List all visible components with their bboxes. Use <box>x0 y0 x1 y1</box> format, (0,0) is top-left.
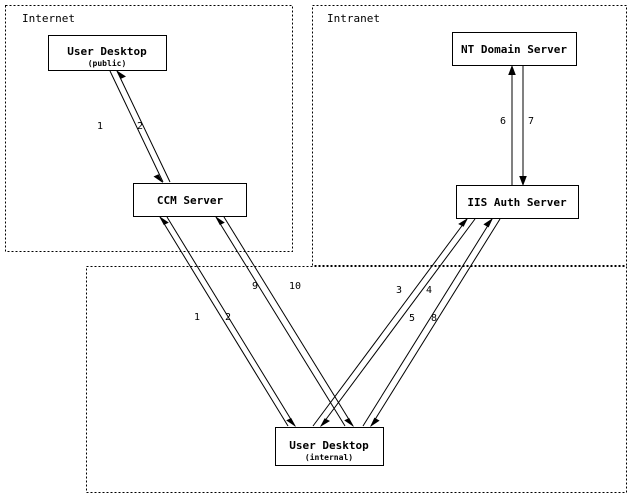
flow-line-2-public <box>116 70 171 183</box>
flow-line-9 <box>215 216 346 427</box>
arrow-head-2-public <box>116 70 126 79</box>
edge-label-6: 6 <box>500 116 506 127</box>
flow-line-10 <box>223 216 354 427</box>
node-ccm-server[interactable]: CCM Server <box>133 183 247 217</box>
zone-internet-boundary <box>5 5 293 252</box>
flow-internal-desktop-ccm-12 <box>159 216 296 427</box>
arrow-head-9 <box>215 216 225 225</box>
node-user-desktop-public-box[interactable] <box>48 35 167 71</box>
node-iis-auth-server-title: IIS Auth Server <box>467 196 567 209</box>
edge-label-2-public: 2 <box>137 121 143 132</box>
edge-label-10: 10 <box>289 281 301 292</box>
edge-label-4: 4 <box>426 285 432 296</box>
flow-internal-desktop-ccm-910 <box>215 216 354 427</box>
arrow-head-1-public <box>153 174 163 183</box>
edge-label-1-public: 1 <box>97 121 103 132</box>
edge-label-8: 8 <box>431 313 437 324</box>
arrow-head-10 <box>344 418 354 427</box>
arrow-head-5 <box>483 218 493 228</box>
edge-label-5: 5 <box>409 313 415 324</box>
edge-labels-group: 1 2 6 7 9 10 3 4 1 2 5 8 <box>97 116 534 324</box>
node-nt-domain-server-title: NT Domain Server <box>461 43 567 56</box>
node-user-desktop-public-title: User Desktop <box>67 45 147 58</box>
arrow-head-1-internal <box>159 216 169 225</box>
flow-iis-nt <box>508 65 527 186</box>
edge-label-2-internal: 2 <box>225 312 231 323</box>
node-user-desktop-public-subtitle: (public) <box>88 58 127 68</box>
node-user-desktop-internal-title: User Desktop <box>289 439 369 452</box>
node-user-desktop-internal-subtitle: (internal) <box>305 452 353 462</box>
flow-line-4 <box>320 218 476 427</box>
node-iis-auth-server[interactable]: IIS Auth Server <box>456 185 579 219</box>
node-ccm-server-box[interactable] <box>133 183 247 217</box>
flow-line-5 <box>362 218 493 427</box>
node-user-desktop-public[interactable]: User Desktop (public) <box>48 35 167 71</box>
flow-line-8 <box>370 218 501 427</box>
edge-label-7: 7 <box>528 116 534 127</box>
node-user-desktop-internal[interactable]: User Desktop (internal) <box>275 427 384 466</box>
edge-label-3: 3 <box>396 285 402 296</box>
zone-internet-label: Internet <box>22 12 75 25</box>
arrow-head-2-internal <box>286 418 296 427</box>
flow-internal-desktop-iis-58 <box>362 218 501 427</box>
node-nt-domain-server[interactable]: NT Domain Server <box>452 32 577 66</box>
flow-public-desktop-ccm <box>109 70 171 183</box>
arrow-head-8 <box>370 417 380 427</box>
zone-internet-group: Internet <box>5 5 293 252</box>
zone-intranet-label: Intranet <box>327 12 380 25</box>
flow-line-3 <box>312 218 468 427</box>
arrow-head-4 <box>320 418 330 427</box>
edge-label-1-internal: 1 <box>194 312 200 323</box>
node-user-desktop-internal-box[interactable] <box>275 427 384 466</box>
arrow-head-7 <box>519 176 527 186</box>
flow-line-1-public <box>109 70 164 183</box>
flow-line-1-internal <box>159 216 289 427</box>
node-ccm-server-title: CCM Server <box>157 194 224 207</box>
arrow-head-6 <box>508 65 516 75</box>
flow-line-2-internal <box>166 216 296 427</box>
arrow-head-3 <box>458 218 468 227</box>
flow-internal-desktop-iis-34 <box>312 218 476 427</box>
node-nt-domain-server-box[interactable] <box>452 32 577 66</box>
edge-label-9: 9 <box>252 281 258 292</box>
node-iis-auth-server-box[interactable] <box>456 185 579 219</box>
